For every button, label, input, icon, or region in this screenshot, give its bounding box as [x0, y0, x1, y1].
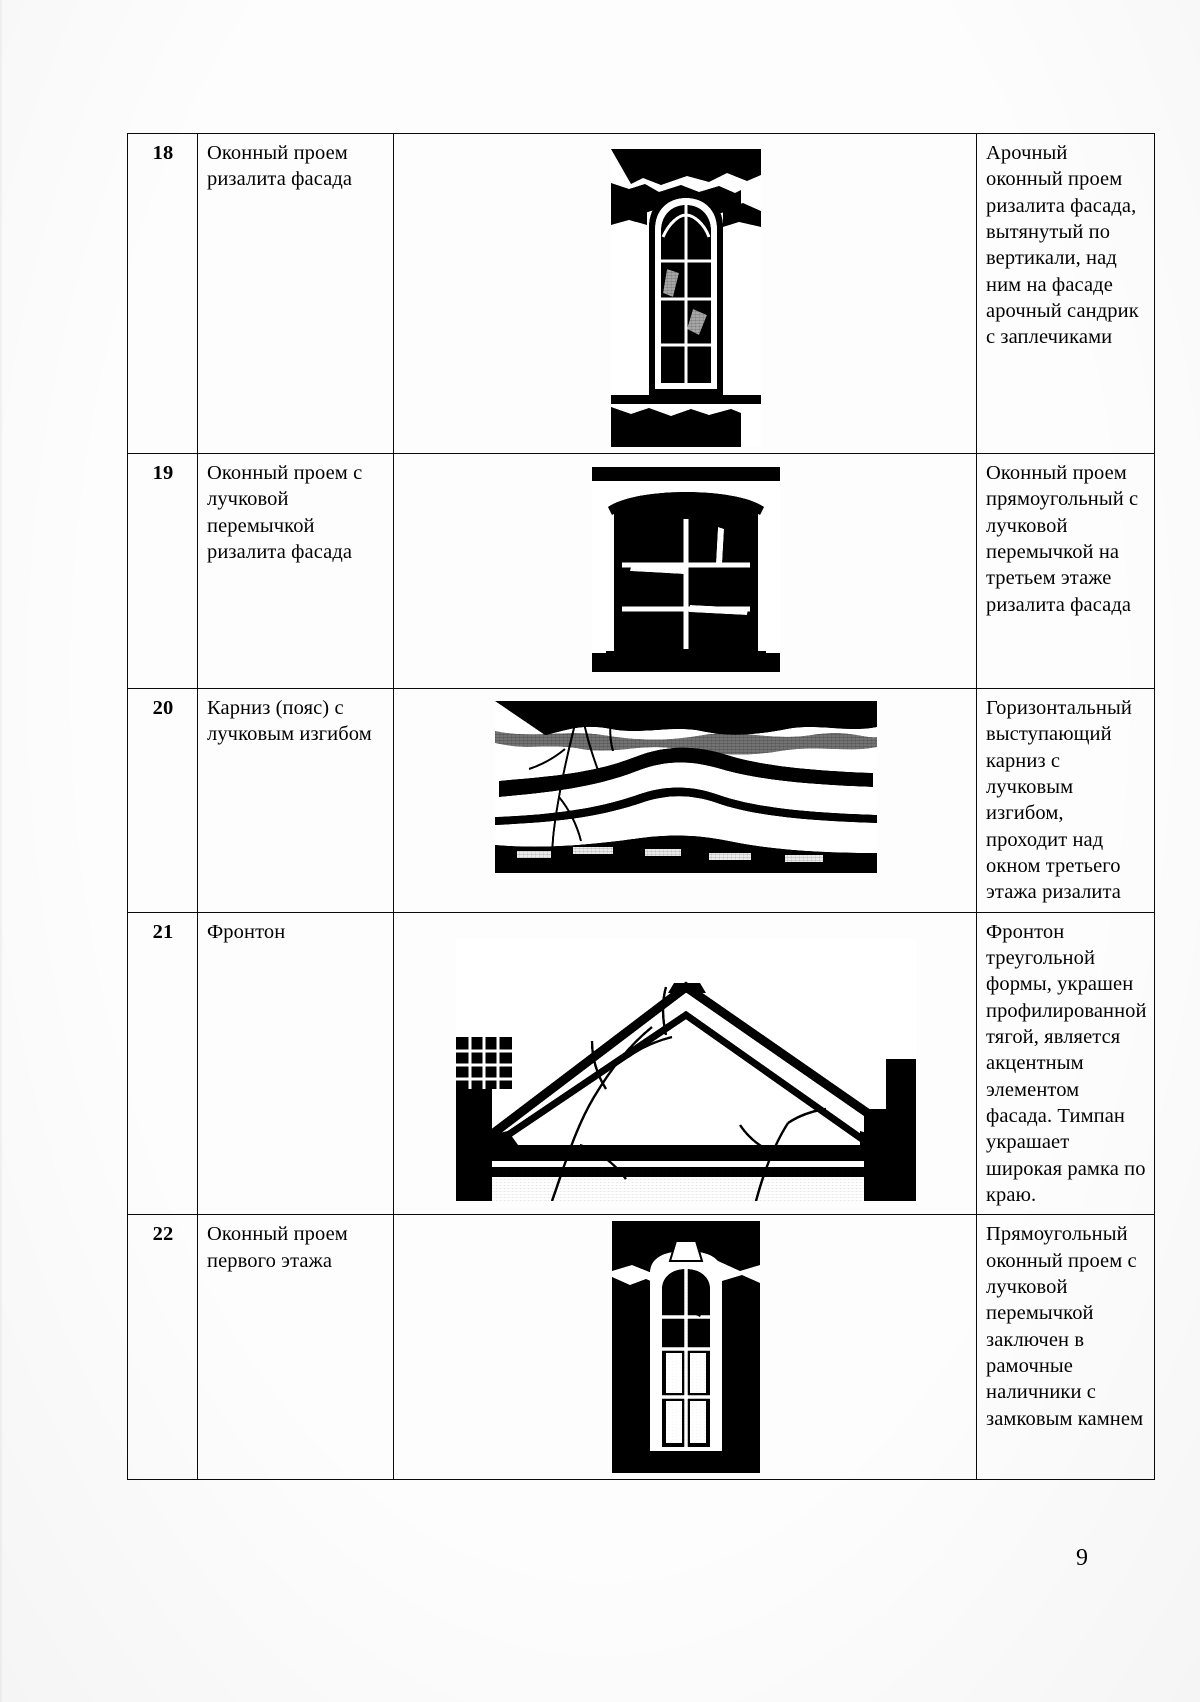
row-number: 19 — [127, 453, 198, 689]
row-element-name: Оконный проем первого этажа — [197, 1214, 394, 1481]
row-number: 22 — [127, 1214, 198, 1481]
row-image-cell — [393, 911, 977, 1216]
row-element-name: Фронтон — [197, 911, 394, 1216]
table-row: 20 Карниз (пояс) с лучковым изгибом — [127, 688, 1155, 913]
row-image-cell — [393, 1214, 977, 1481]
row-number: 18 — [127, 133, 198, 454]
segmental-arch-window-photo — [591, 467, 780, 672]
row-element-name: Карниз (пояс) с лучковым изгибом — [197, 688, 394, 913]
arched-window-photo — [610, 149, 761, 447]
table-row: 21 Фронтон — [127, 911, 1155, 1216]
row-description: Арочный оконный проем ризалита фасада, в… — [976, 133, 1155, 454]
row-description: Прямоугольный оконный проем с лучковой п… — [976, 1214, 1155, 1481]
row-number: 21 — [127, 911, 198, 1216]
row-element-name: Оконный проем с лучковой перемычкой риза… — [197, 453, 394, 689]
row-element-name: Оконный проем ризалита фасада — [197, 133, 394, 454]
row-description: Оконный проем прямоугольный с лучковой п… — [976, 453, 1155, 689]
page-number: 9 — [1076, 1545, 1088, 1571]
row-image-cell — [393, 688, 977, 913]
row-image-cell — [393, 133, 977, 454]
row-description: Фронтон треугольной формы, украшен профи… — [976, 911, 1155, 1216]
cornice-belt-photo — [494, 701, 877, 873]
ground-floor-window-photo — [611, 1221, 760, 1474]
row-number: 20 — [127, 688, 198, 913]
table-row: 19 Оконный проем с лучковой перемычкой р… — [127, 453, 1155, 689]
table-row: 22 Оконный проем первого этажа — [127, 1214, 1155, 1481]
table-row: 18 Оконный проем ризалита фасада — [127, 133, 1155, 454]
pediment-photo — [455, 938, 916, 1201]
row-image-cell — [393, 453, 977, 689]
attributes-table: 18 Оконный проем ризалита фасада — [127, 133, 1155, 1481]
row-description: Горизонтальный выступающий карниз с лучк… — [976, 688, 1155, 913]
